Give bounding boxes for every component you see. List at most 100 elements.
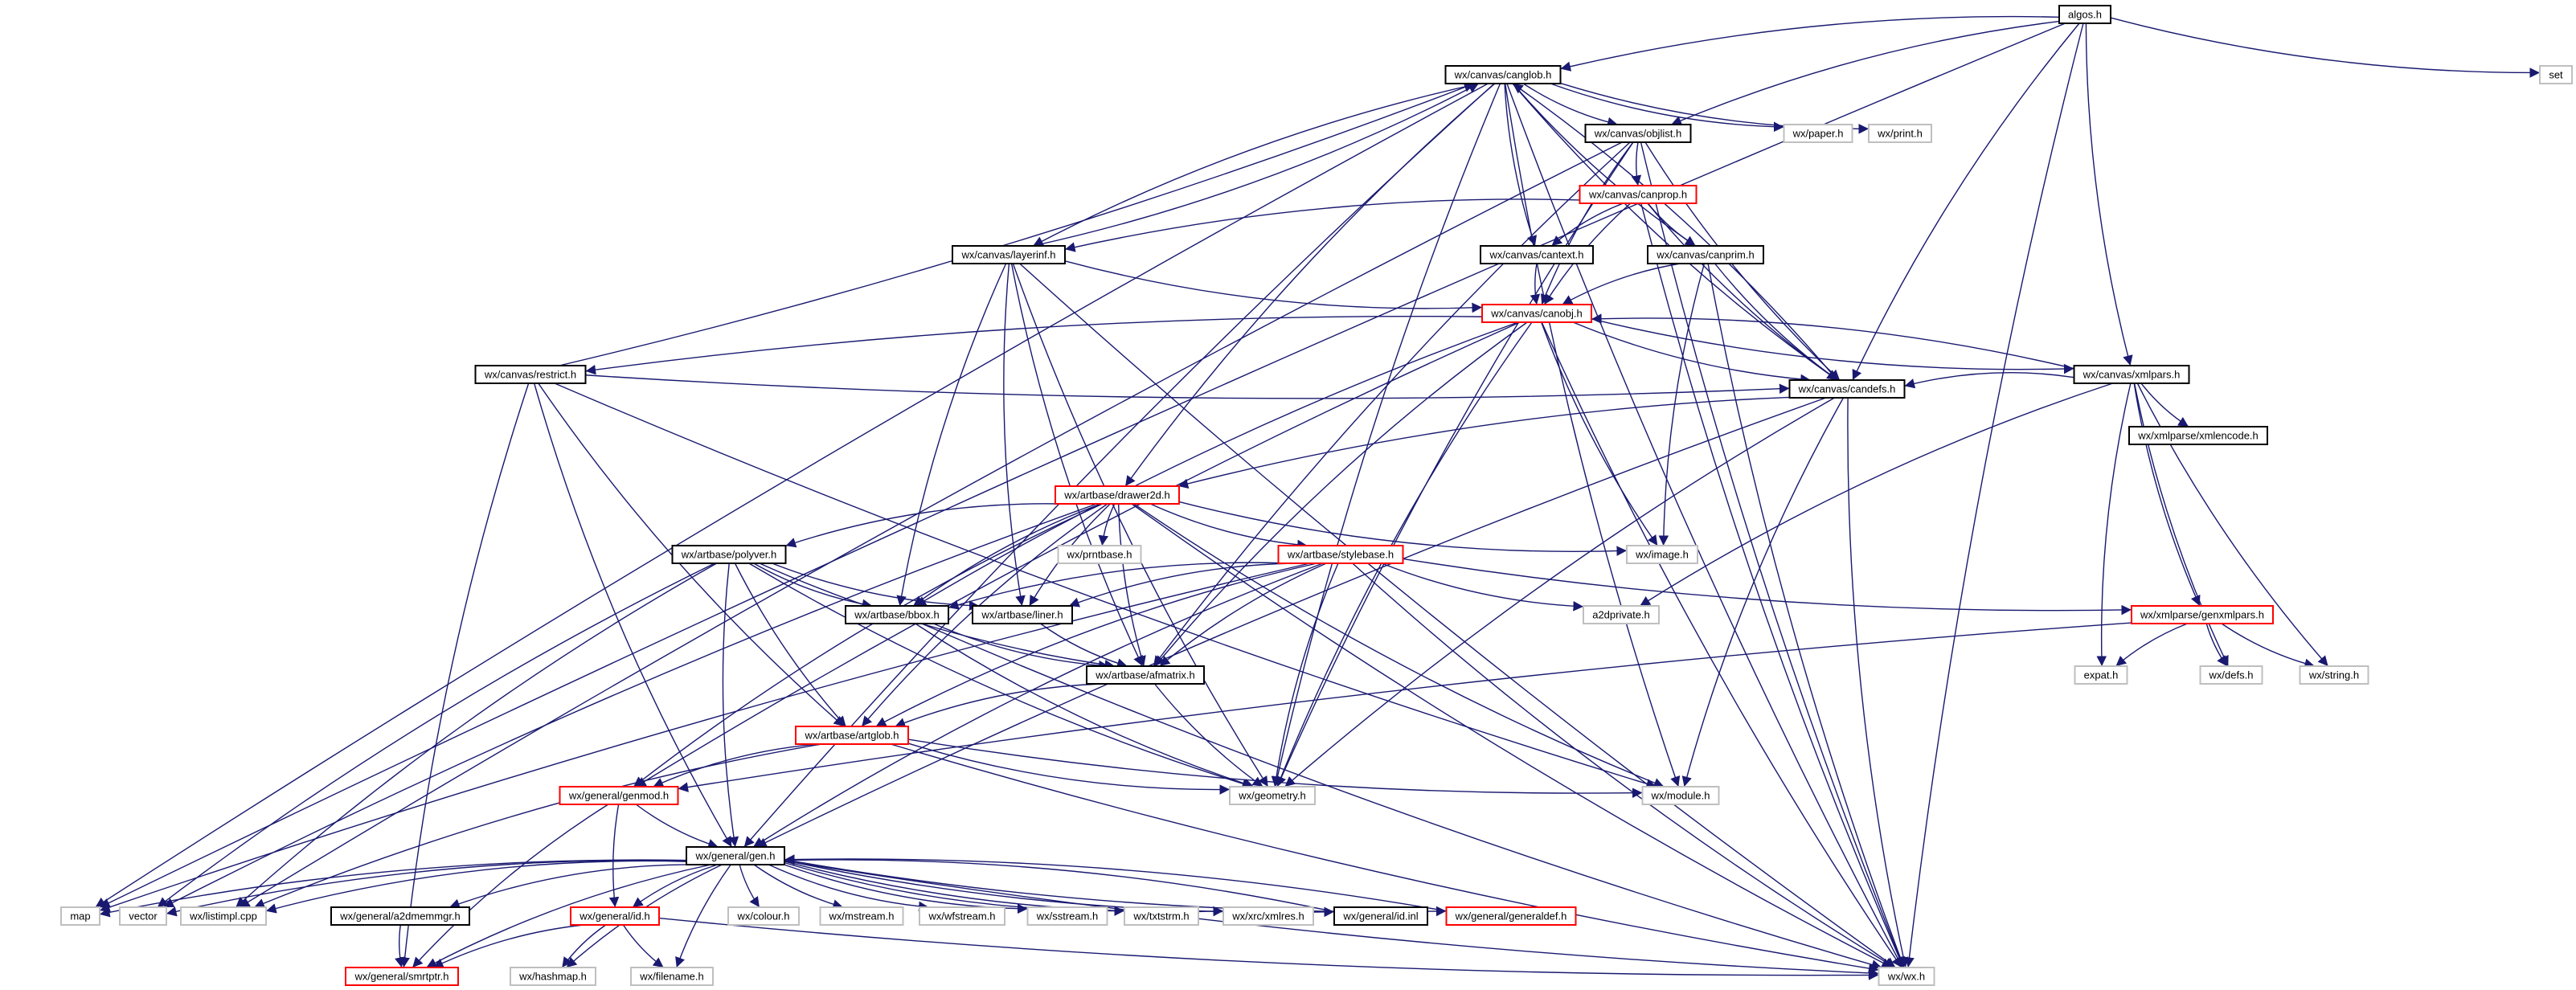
- node-sstream[interactable]: wx/sstream.h: [1026, 906, 1108, 926]
- node-box-afmatrix: [1086, 665, 1205, 685]
- edge-bbox-to-geometry: [915, 623, 1255, 789]
- node-label: wx/xmlparse/xmlencode.h: [2137, 430, 2259, 442]
- edge-idinl-to-gen: [784, 855, 1335, 913]
- node-prntbase[interactable]: wx/prntbase.h: [1057, 545, 1142, 564]
- node-xmlencode[interactable]: wx/xmlparse/xmlencode.h: [2128, 426, 2268, 445]
- node-filename[interactable]: wx/filename.h: [630, 967, 714, 986]
- node-box-map: [60, 906, 100, 926]
- node-box-defs: [2199, 665, 2263, 685]
- edge-drawer2d-to-afmatrix: [1118, 503, 1146, 667]
- edge-stylebase-to-afmatrix: [1159, 562, 1327, 667]
- node-a2dprivate[interactable]: a2dprivate.h: [1583, 605, 1660, 624]
- node-artglob[interactable]: wx/artbase/artglob.h: [795, 726, 909, 745]
- node-canglob[interactable]: wx/canvas/canglob.h: [1444, 65, 1562, 84]
- node-bbox[interactable]: wx/artbase/bbox.h: [845, 605, 949, 624]
- node-paper[interactable]: wx/paper.h: [1783, 124, 1853, 143]
- node-label: wx/general/genmod.h: [568, 790, 669, 802]
- edge-restrict-to-artglob: [538, 382, 845, 727]
- node-drawer2d[interactable]: wx/artbase/drawer2d.h: [1055, 485, 1180, 505]
- edge-stylebase-to-geometry: [1271, 562, 1339, 788]
- node-box-geometry: [1229, 786, 1316, 805]
- node-colour[interactable]: wx/colour.h: [727, 906, 800, 926]
- node-vector[interactable]: vector: [119, 906, 167, 926]
- node-label: wx/module.h: [1651, 790, 1710, 802]
- node-listimpl[interactable]: wx/listimpl.cpp: [180, 906, 267, 926]
- edge-xmlpars-to-genxmlpars: [2133, 382, 2201, 607]
- edge-stylebase-to-artglob: [875, 562, 1317, 727]
- edge-layer: [95, 15, 2541, 980]
- node-txtstrm[interactable]: wx/txtstrm.h: [1124, 906, 1199, 926]
- edge-algos-to-candefs: [1852, 22, 2080, 381]
- node-print[interactable]: wx/print.h: [1868, 124, 1932, 143]
- node-genmod[interactable]: wx/general/genmod.h: [559, 786, 679, 805]
- node-box-print: [1868, 124, 1932, 143]
- edge-canglob-to-module: [1505, 83, 1681, 788]
- node-box-wfstream: [919, 906, 1005, 926]
- node-gen[interactable]: wx/general/gen.h: [686, 846, 785, 865]
- node-genxmlpars[interactable]: wx/xmlparse/genxmlpars.h: [2131, 605, 2274, 624]
- node-afmatrix[interactable]: wx/artbase/afmatrix.h: [1086, 665, 1205, 685]
- node-generaldef[interactable]: wx/general/generaldef.h: [1445, 906, 1577, 926]
- edge-artglob-to-listimpl: [253, 743, 821, 909]
- node-box-polyver: [671, 545, 787, 564]
- node-hashmap[interactable]: wx/hashmap.h: [510, 967, 596, 986]
- node-canobj[interactable]: wx/canvas/canobj.h: [1481, 304, 1592, 323]
- node-box-module: [1641, 786, 1720, 805]
- node-label: wx/general/gen.h: [694, 850, 775, 862]
- edge-layerinf-to-wx: [1019, 263, 1896, 968]
- node-idinl[interactable]: wx/general/id.inl: [1333, 906, 1428, 926]
- node-defs[interactable]: wx/defs.h: [2199, 665, 2263, 685]
- node-label: wx/canvas/cantext.h: [1489, 249, 1583, 261]
- edge-restrict-to-module: [554, 382, 1657, 789]
- edge-xmlpars-to-canobj: [1591, 313, 2074, 370]
- edge-canprim-to-candefs: [1714, 263, 1838, 381]
- node-canprop[interactable]: wx/canvas/canprop.h: [1579, 185, 1698, 204]
- edge-canobj-to-image: [1541, 321, 1658, 546]
- node-wx[interactable]: wx/wx.h: [1878, 967, 1935, 986]
- edge-algos-to-xmlpars: [2085, 22, 2133, 366]
- node-canprim[interactable]: wx/canvas/canprim.h: [1647, 245, 1764, 264]
- node-module[interactable]: wx/module.h: [1641, 786, 1720, 805]
- node-box-generaldef: [1445, 906, 1577, 926]
- node-box-hashmap: [510, 967, 596, 986]
- node-polyver[interactable]: wx/artbase/polyver.h: [671, 545, 787, 564]
- edge-artglob-to-wx: [890, 743, 1879, 974]
- node-a2dmemmgr[interactable]: wx/general/a2dmemmgr.h: [330, 906, 470, 926]
- node-candefs[interactable]: wx/canvas/candefs.h: [1788, 379, 1906, 399]
- edge-canglob-to-canprim: [1512, 83, 1697, 247]
- node-cantext[interactable]: wx/canvas/cantext.h: [1480, 245, 1594, 264]
- node-stylebase[interactable]: wx/artbase/stylebase.h: [1277, 545, 1404, 564]
- edge-restrict-to-gen: [534, 382, 732, 848]
- node-mstream[interactable]: wx/mstream.h: [819, 906, 904, 926]
- node-label: wx/general/a2dmemmgr.h: [339, 910, 461, 922]
- node-label: wx/general/id.inl: [1342, 910, 1418, 922]
- node-algos[interactable]: algos.h: [2058, 5, 2111, 24]
- node-objlist[interactable]: wx/canvas/objlist.h: [1584, 124, 1692, 143]
- node-expat[interactable]: expat.h: [2074, 665, 2128, 685]
- edge-gen-to-colour: [739, 864, 760, 908]
- node-wfstream[interactable]: wx/wfstream.h: [919, 906, 1005, 926]
- edge-canprop-to-layerinf: [1064, 198, 1580, 252]
- node-smrtptr[interactable]: wx/general/smrtptr.h: [345, 967, 459, 986]
- node-liner[interactable]: wx/artbase/liner.h: [972, 605, 1073, 624]
- node-restrict[interactable]: wx/canvas/restrict.h: [474, 365, 587, 384]
- node-string[interactable]: wx/string.h: [2299, 665, 2369, 685]
- node-label: wx/sstream.h: [1036, 910, 1099, 922]
- edge-xmlpars-to-a2dprivate: [1639, 382, 2113, 607]
- node-layerinf[interactable]: wx/canvas/layerinf.h: [952, 245, 1066, 264]
- node-box-sstream: [1026, 906, 1108, 926]
- edge-algos-to-canglob: [1560, 15, 2060, 72]
- node-id[interactable]: wx/general/id.h: [570, 906, 660, 926]
- edge-drawer2d-to-vector: [163, 503, 1097, 908]
- node-label: wx/canvas/restrict.h: [484, 369, 576, 381]
- node-xmlpars[interactable]: wx/canvas/xmlpars.h: [2073, 365, 2190, 384]
- edge-genxmlpars-to-genmod: [678, 622, 2132, 792]
- node-image[interactable]: wx/image.h: [1626, 545, 1698, 564]
- edge-bbox-to-wx: [921, 623, 1882, 970]
- node-xmlres[interactable]: wx/xrc/xmlres.h: [1222, 906, 1314, 926]
- node-map[interactable]: map: [60, 906, 100, 926]
- edge-candefs-to-wx: [1847, 397, 1909, 968]
- node-geometry[interactable]: wx/geometry.h: [1229, 786, 1316, 805]
- edge-bbox-to-afmatrix: [933, 623, 1109, 671]
- node-set[interactable]: set: [2539, 65, 2573, 84]
